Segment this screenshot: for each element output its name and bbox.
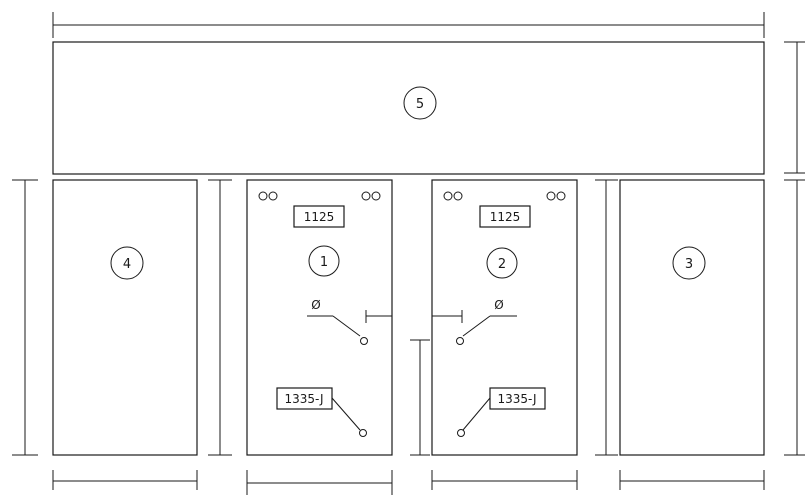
panel-3: 3 [619,179,765,456]
dimension-between-1-2 [410,339,430,456]
panel-4-label: 4 [123,257,131,272]
indicator-lights-left [258,191,278,201]
panel-1-tag-bottom: 1335-J [284,392,323,406]
panel-3-label: 3 [685,257,693,272]
panel-2-tag-bottom: 1335-J [497,392,536,406]
panel-1-tag-top: 1125 [304,210,335,224]
dimension-bottom-1 [246,470,393,495]
panel-2-label: 2 [498,257,506,272]
dimension-right-bottom [784,179,805,456]
dimension-bottom-2 [431,470,578,490]
panel-1-symbol: Ø [311,298,320,312]
panel-4: 4 [52,179,198,456]
panel-5-label: 5 [416,97,424,112]
panel-2-tag-top: 1125 [490,210,521,224]
panel-2: 1125 2 Ø 1335-J [431,179,578,456]
dimension-bottom-3 [619,470,765,490]
panel-1-label: 1 [320,255,328,270]
dimension-between-2-3 [595,179,618,456]
indicator-lights-left [443,191,463,201]
dimension-between-4-1 [208,179,232,456]
indicator-lights-right [546,191,566,201]
dimension-left [12,179,38,456]
dimension-top-overall [52,12,765,38]
panel-5: 5 [52,41,765,175]
indicator-lights-right [361,191,381,201]
panel-1: 1125 1 Ø 1335-J [246,179,393,456]
dimension-bottom-4 [52,470,198,490]
dimension-right-top [784,41,805,174]
panel-2-symbol: Ø [494,298,503,312]
